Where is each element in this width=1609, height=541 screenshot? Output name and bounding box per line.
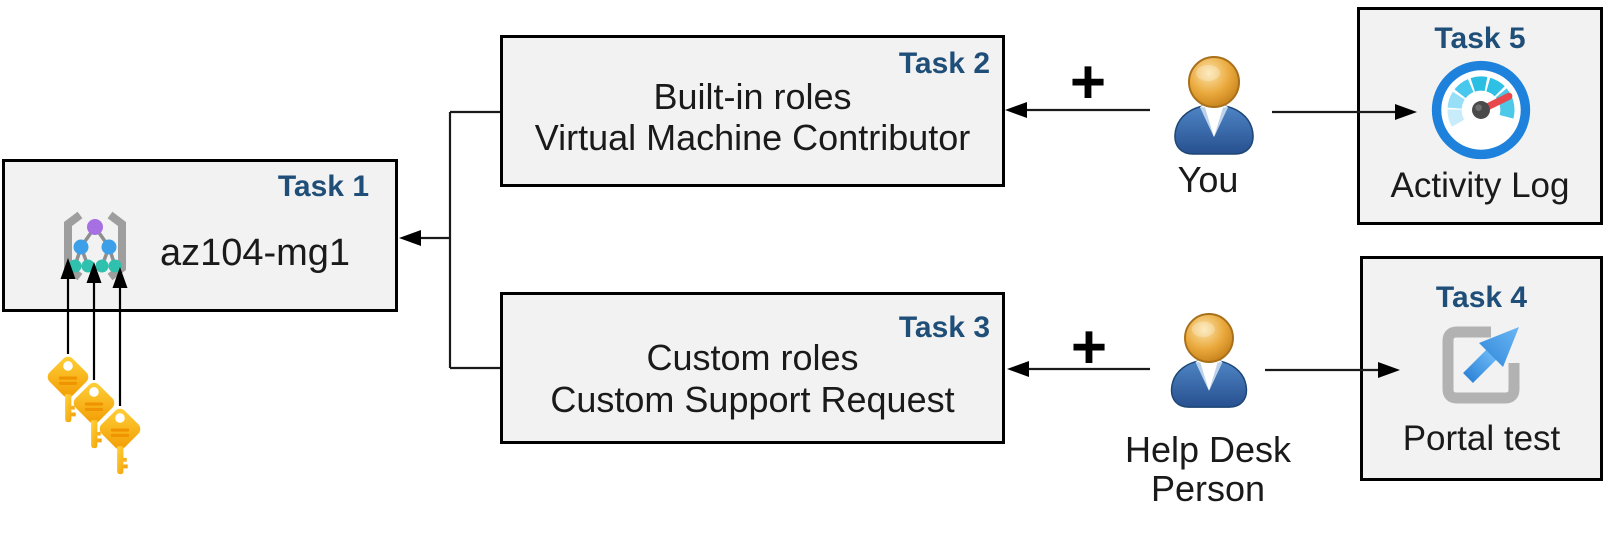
task4-label: Task 4	[1435, 281, 1528, 314]
helpdesk-person-icon	[1161, 312, 1257, 412]
task4-caption: Portal test	[1402, 419, 1561, 458]
key-icon	[96, 405, 144, 478]
task2-label: Task 2	[898, 47, 990, 80]
task2-box: Task 2 Built-in roles Virtual Machine Co…	[500, 35, 1005, 187]
task3-label: Task 3	[898, 311, 990, 344]
plus-sign-top: +	[1069, 48, 1107, 117]
helpdesk-label-line2: Person	[1150, 468, 1266, 509]
task2-line2: Virtual Machine Contributor	[534, 117, 971, 158]
task2-line1: Built-in roles	[653, 76, 852, 117]
task1-label: Task 1	[277, 170, 369, 203]
task5-box: Task 5 Activity Log	[1357, 7, 1603, 225]
helpdesk-label-line1: Help Desk	[1124, 429, 1292, 470]
helpdesk-label: Help Desk Person	[1078, 430, 1338, 508]
task3-line2: Custom Support Request	[550, 379, 955, 420]
activity-log-gauge-icon	[1431, 60, 1531, 160]
plus-sign-bottom: +	[1070, 313, 1108, 382]
portal-external-link-icon	[1442, 326, 1520, 404]
you-person-icon	[1164, 55, 1264, 159]
task5-caption: Activity Log	[1390, 166, 1570, 205]
you-label: You	[1177, 159, 1239, 200]
task4-box: Task 4 Portal test	[1360, 256, 1603, 481]
task5-label: Task 5	[1434, 22, 1526, 55]
task1-title: az104-mg1	[159, 232, 351, 274]
task1-box: Task 1 az104-mg1	[2, 159, 398, 312]
task3-box: Task 3 Custom roles Custom Support Reque…	[500, 292, 1005, 444]
task3-line1: Custom roles	[646, 337, 859, 378]
